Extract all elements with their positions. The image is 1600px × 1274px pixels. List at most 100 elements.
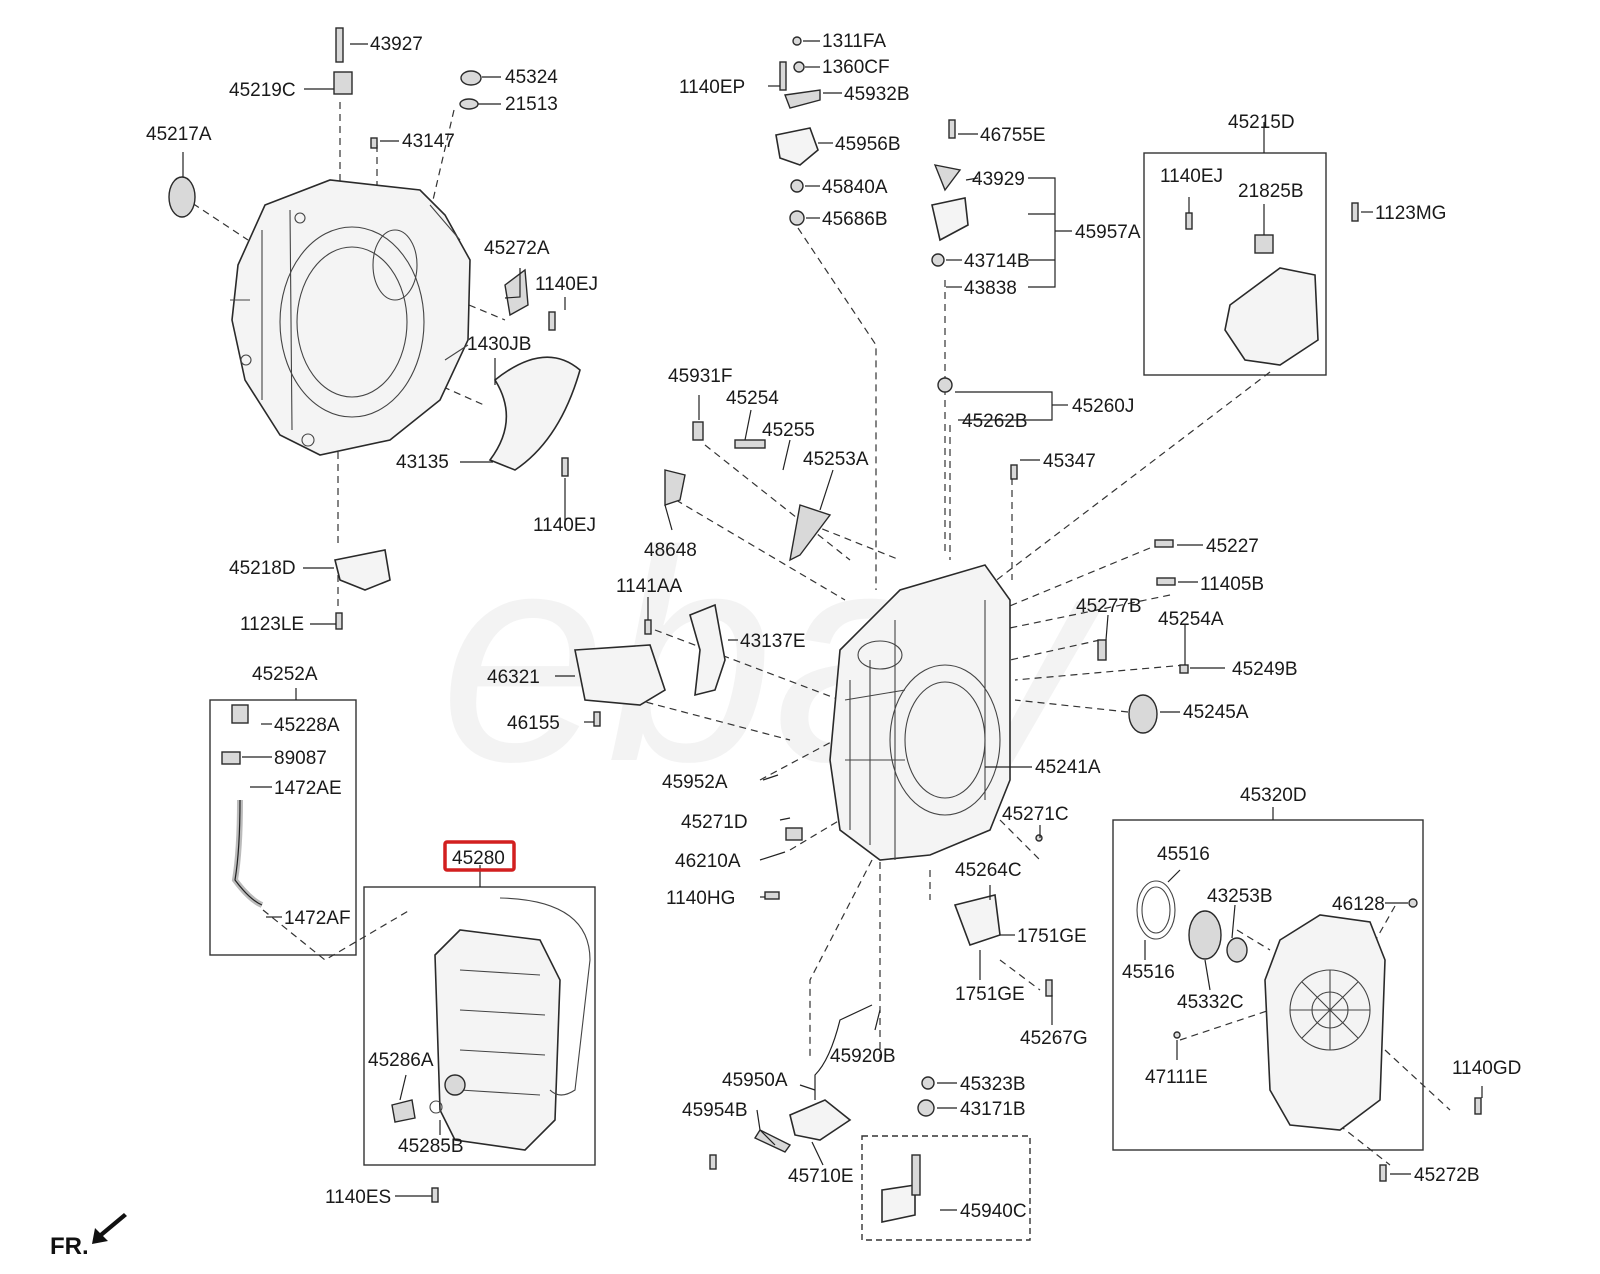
breather-cap-drawing — [937, 377, 953, 393]
label-45285B: 45285B — [398, 1136, 464, 1157]
label-45267G: 45267G — [1020, 1028, 1088, 1049]
breather-vent-drawing — [231, 704, 249, 724]
label-47111E: 47111E — [1145, 1067, 1208, 1088]
plate-drawing — [753, 1129, 792, 1153]
label-45323B: 45323B — [960, 1074, 1026, 1095]
shaft-drawing — [734, 439, 766, 449]
label-45324: 45324 — [505, 67, 558, 88]
label-1123LE: 1123LE — [240, 614, 304, 635]
front-direction-label: FR. — [50, 1233, 89, 1260]
label-45249B: 45249B — [1232, 659, 1298, 680]
label-45245A: 45245A — [1183, 702, 1249, 723]
label-43253B: 43253B — [1207, 886, 1273, 907]
label-45277B: 45277B — [1076, 596, 1142, 617]
parking-sprag-drawing — [664, 469, 686, 506]
label-45252A: 45252A — [252, 664, 318, 685]
front-direction-marker: FR. — [50, 1213, 127, 1260]
lever-plate-drawing — [881, 1184, 916, 1223]
plug-bolt-drawing — [917, 1099, 935, 1117]
label-43135: 43135 — [396, 452, 449, 473]
bushing-block-drawing — [1254, 234, 1274, 254]
valve-body-bracket-drawing — [789, 1099, 852, 1141]
converter-housing-drawing — [230, 179, 471, 456]
guide-lines — [182, 102, 1451, 1166]
label-45215D: 45215D — [1228, 112, 1295, 133]
mounting-bracket-drawing — [1224, 267, 1319, 366]
mount-bracket-drawing — [334, 549, 391, 591]
label-46128: 46128 — [1332, 894, 1385, 915]
label-43171B: 43171B — [960, 1099, 1026, 1120]
label-45286A: 45286A — [368, 1050, 434, 1071]
gasket-drawing — [459, 98, 479, 110]
bracket-group-box — [1143, 152, 1327, 376]
shift-lever-drawing — [504, 268, 529, 317]
label-45217A: 45217A — [146, 124, 212, 145]
label-45686B: 45686B — [822, 209, 888, 230]
label-45260J: 45260J — [1072, 396, 1134, 417]
label-1123MG: 1123MG — [1375, 203, 1446, 224]
label-45272B: 45272B — [1414, 1165, 1480, 1186]
label-45932B: 45932B — [844, 84, 910, 105]
label-1751GE-lower: 1751GE — [955, 984, 1025, 1005]
front-arrow-icon — [92, 1213, 127, 1244]
oil-pan-drawing — [434, 897, 591, 1151]
cable-bracket-drawing — [931, 197, 969, 242]
breather-hose-drawing — [231, 799, 264, 908]
rear-cover-drawing — [1264, 914, 1386, 1131]
lever-shaft-drawing — [911, 1154, 921, 1196]
bearing-drawing — [1226, 937, 1248, 963]
highlight-box-45280 — [443, 840, 516, 872]
label-45280-highlighted: 45280 — [452, 848, 505, 869]
label-45956B: 45956B — [835, 134, 901, 155]
label-1140HG: 1140HG — [666, 888, 735, 909]
label-45931F: 45931F — [668, 366, 732, 387]
axle-seal-drawing — [1128, 694, 1158, 734]
label-43147: 43147 — [402, 131, 455, 152]
label-45332C: 45332C — [1177, 992, 1244, 1013]
leader-lines — [182, 40, 1483, 1211]
label-45516-lower: 45516 — [1122, 962, 1175, 983]
label-1360CF: 1360CF — [822, 57, 890, 78]
label-46321: 46321 — [487, 667, 540, 688]
guide-plate-drawing — [689, 603, 726, 697]
label-1140EJ-upper: 1140EJ — [535, 274, 598, 295]
label-45516-upper: 45516 — [1157, 844, 1210, 865]
label-45320D: 45320D — [1240, 785, 1307, 806]
transmission-case-drawing — [829, 564, 1011, 861]
pin-drawing — [692, 421, 704, 441]
nut-drawing — [789, 210, 805, 226]
label-45253A: 45253A — [803, 449, 869, 470]
label-1311FA: 1311FA — [822, 31, 886, 52]
label-45710E: 45710E — [788, 1166, 854, 1187]
sensor-bracket-drawing — [333, 71, 353, 95]
plug-washer-drawing — [921, 1076, 935, 1090]
label-45840A: 45840A — [822, 177, 888, 198]
label-45218D: 45218D — [229, 558, 296, 579]
label-45920B: 45920B — [830, 1046, 896, 1067]
label-43838: 43838 — [964, 278, 1017, 299]
label-89087: 89087 — [274, 748, 327, 769]
label-45241A: 45241A — [1035, 757, 1101, 778]
label-45271C: 45271C — [1002, 804, 1069, 825]
oil-seal-drawing — [168, 176, 196, 218]
label-46210A: 46210A — [675, 851, 741, 872]
label-46155: 46155 — [507, 713, 560, 734]
part-labels: 43927 45324 45219C 21513 43147 45217A 45… — [146, 31, 1521, 1222]
clip-drawing — [933, 164, 962, 192]
inhibitor-switch-drawing — [775, 127, 819, 166]
label-1140EP: 1140EP — [679, 77, 745, 98]
label-43927: 43927 — [370, 34, 423, 55]
label-45952A: 45952A — [662, 772, 728, 793]
o-ring-outer-drawing — [1136, 880, 1176, 940]
label-1751GE-upper: 1751GE — [1017, 926, 1087, 947]
o-ring-inner-drawing — [1141, 886, 1171, 934]
label-45262B: 45262B — [962, 411, 1028, 432]
bracket-lines — [295, 122, 1274, 887]
seal-ring-drawing — [1188, 910, 1222, 960]
drain-gasket-drawing — [429, 1100, 443, 1114]
oil-strainer-drawing — [574, 644, 666, 706]
baffle-plate-drawing — [488, 356, 581, 471]
lever-group-box — [861, 1135, 1031, 1241]
label-21513: 21513 — [505, 94, 558, 115]
